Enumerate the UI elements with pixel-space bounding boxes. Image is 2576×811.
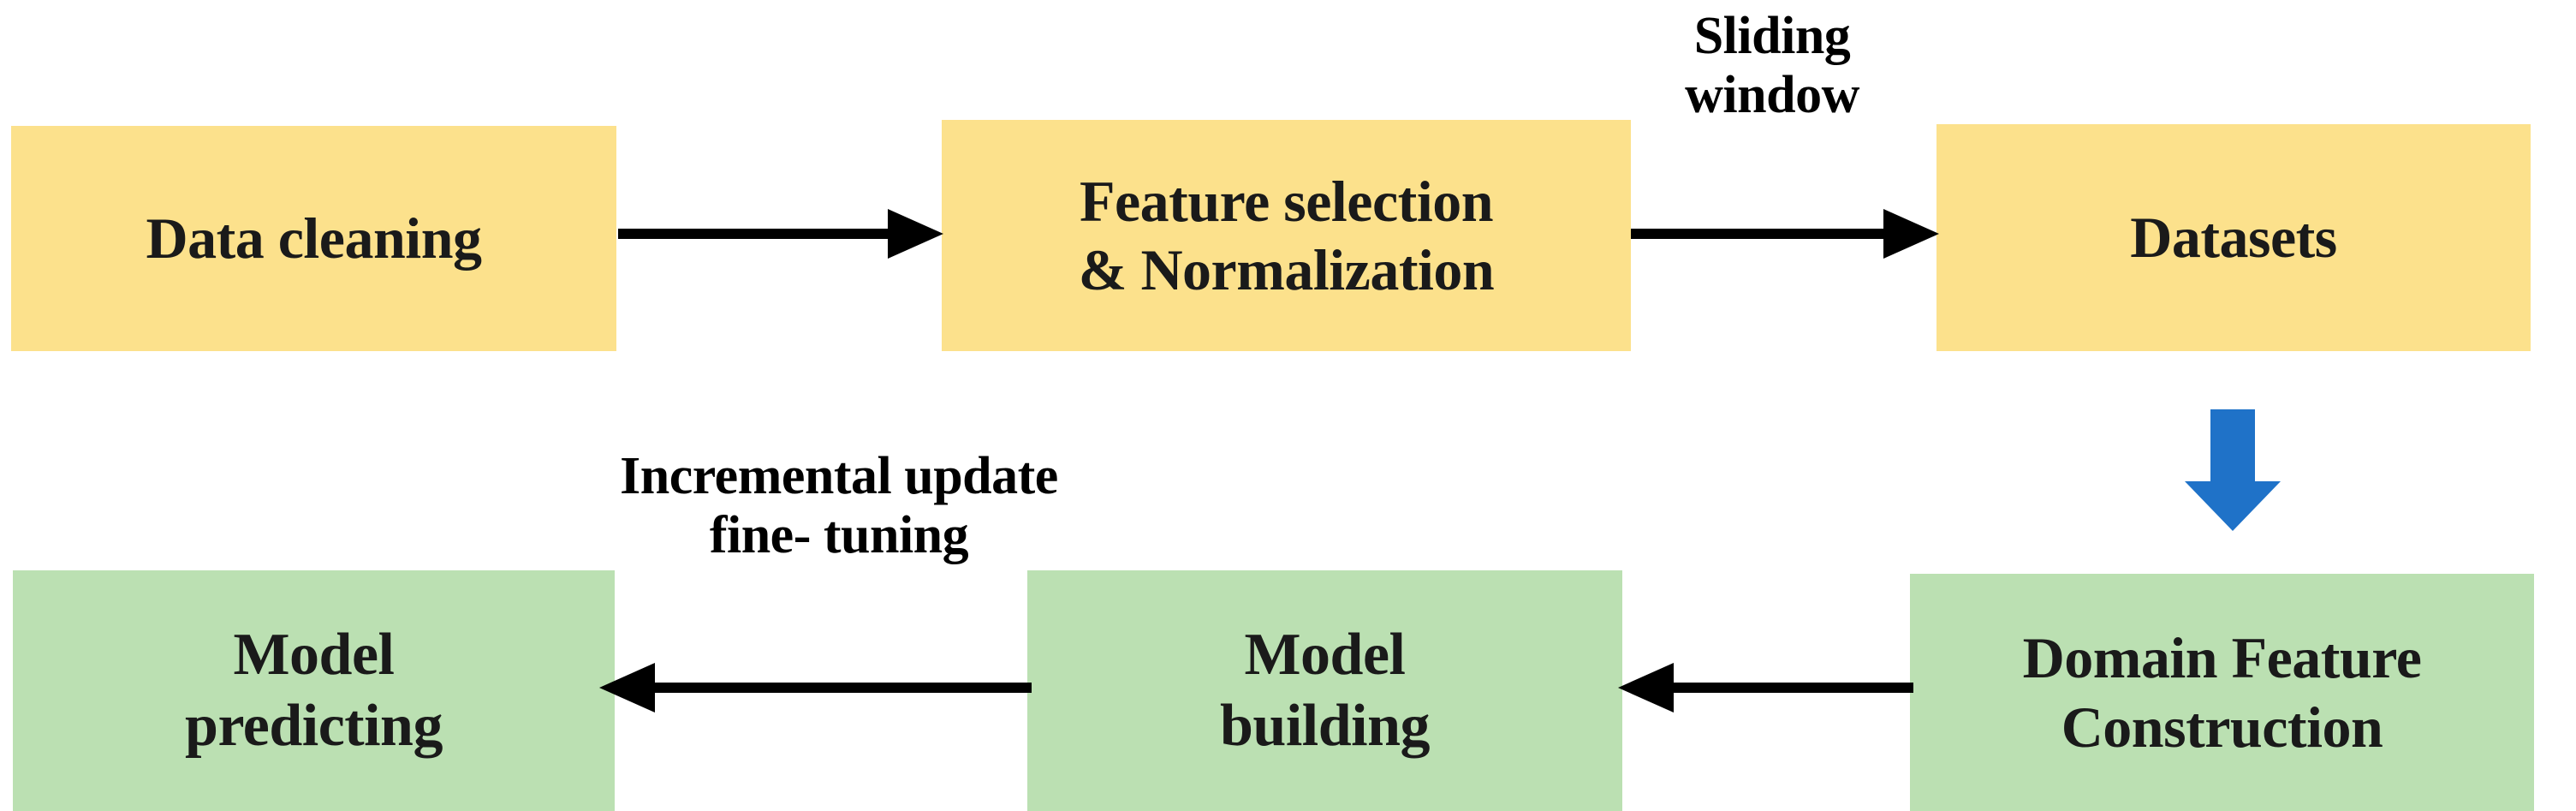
node-data-cleaning: Data cleaning: [11, 126, 616, 351]
edge-label-sliding-window: Sliding window: [1685, 7, 1859, 125]
arrow-right-icon-feature-to-datasets: [1631, 209, 1939, 259]
arrow-left-icon-domain-to-building: [1618, 663, 1913, 713]
arrow-down-icon-datasets-to-domain: [2185, 409, 2281, 531]
node-feature-selection-normalization: Feature selection & Normalization: [942, 120, 1631, 351]
edge-label-incremental-update-fine-tuning: Incremental update fine- tuning: [620, 447, 1058, 565]
node-model-predicting: Model predicting: [13, 570, 615, 811]
node-datasets: Datasets: [1936, 124, 2531, 351]
arrow-right-icon-cleaning-to-feature: [618, 209, 943, 259]
node-domain-feature-construction: Domain Feature Construction: [1910, 574, 2534, 811]
arrow-left-icon-building-to-predict: [599, 663, 1032, 713]
node-model-building: Model building: [1027, 570, 1622, 811]
